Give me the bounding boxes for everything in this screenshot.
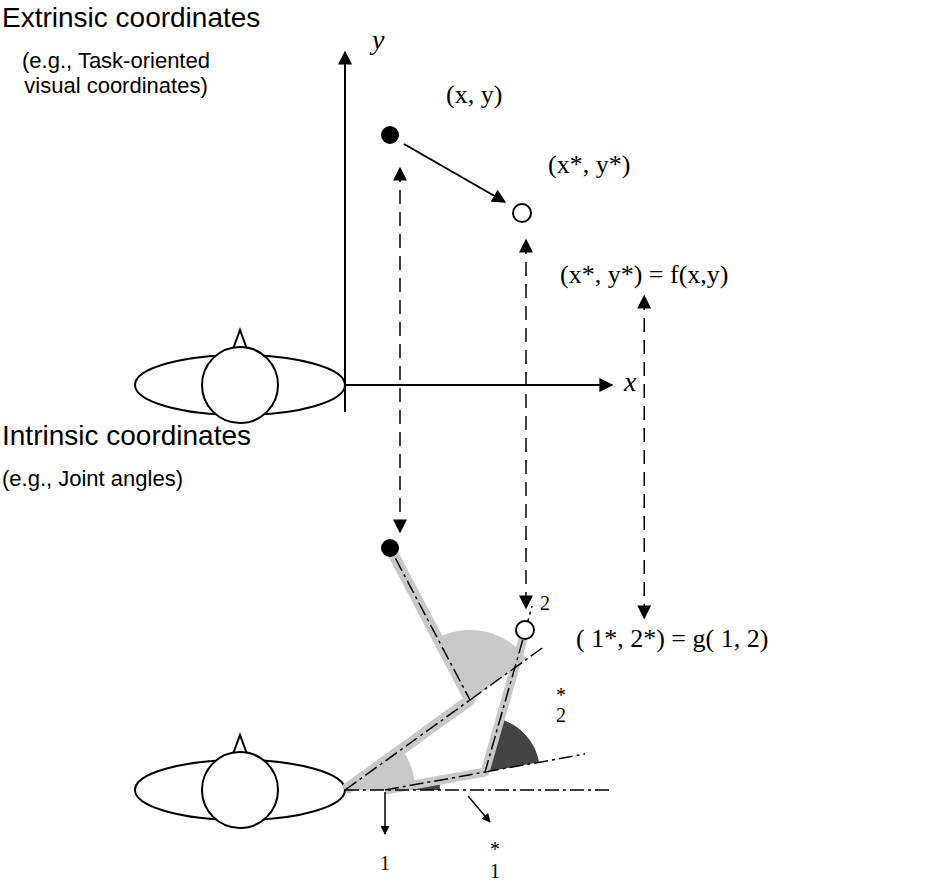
angle-label: * — [490, 838, 500, 861]
correspondence-arrow — [525, 240, 527, 608]
equation-box: (x*, y*) = f(x,y) — [556, 258, 732, 292]
section-heading: Intrinsic coordinates — [2, 420, 251, 452]
movement-arrow — [404, 144, 505, 202]
target-point — [513, 204, 531, 222]
angle-label: 1 — [380, 852, 390, 875]
axis-label: y — [372, 24, 384, 56]
angle-pointer — [468, 796, 490, 822]
angle-pointer — [384, 792, 386, 834]
section-heading: Extrinsic coordinates — [2, 2, 260, 34]
angle-label: * — [556, 684, 566, 707]
correspondence-arrow — [399, 168, 401, 532]
start-point — [381, 126, 399, 144]
equation-box: ( 1*, 2*) = g( 1, 2) — [572, 622, 772, 656]
section-subheading: (e.g., Task-oriented visual coordinates) — [0, 48, 232, 99]
point-label: (x, y) — [446, 80, 502, 110]
angle-label: 1 — [490, 860, 500, 883]
dash-dot-guides — [345, 548, 610, 790]
correspondence-connector — [643, 296, 645, 618]
arm-initial — [345, 548, 470, 790]
arm-start-point — [381, 539, 399, 557]
head-top-view — [135, 330, 345, 423]
equation-text: (x*, y*) = f(x,y) — [556, 258, 732, 292]
y-axis — [344, 52, 346, 412]
arm-target-point — [516, 621, 534, 639]
angle-label: 2 — [540, 592, 550, 615]
axis-label: x — [624, 366, 636, 398]
equation-text: ( 1*, 2*) = g( 1, 2) — [572, 622, 772, 656]
angle-label: 2 — [556, 704, 566, 727]
section-subheading: (e.g., Joint angles) — [2, 466, 183, 491]
point-label: (x*, y*) — [548, 150, 630, 180]
x-axis — [345, 384, 612, 386]
head-top-view — [135, 735, 345, 828]
